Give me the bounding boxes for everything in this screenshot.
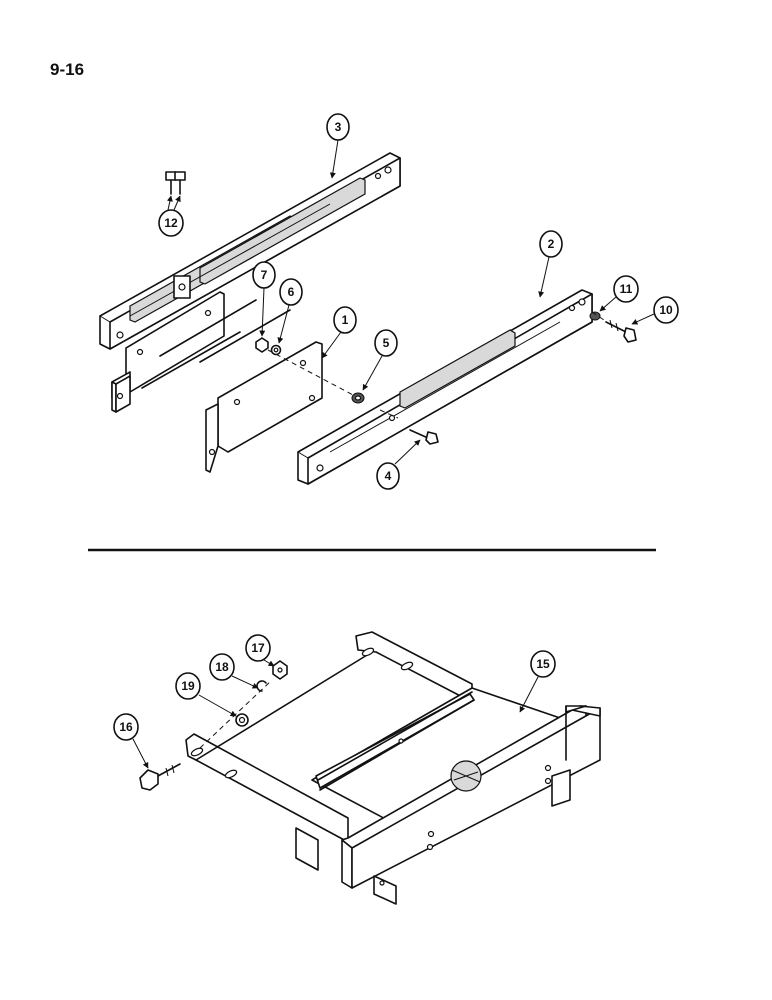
slide-rail-part-2	[297, 289, 593, 485]
callout-11: 11	[599, 275, 639, 312]
washer-part-19	[235, 713, 249, 727]
svg-text:5: 5	[383, 336, 390, 350]
seat-base-part-15	[185, 631, 601, 905]
lower-assembly	[139, 631, 601, 905]
svg-text:19: 19	[181, 679, 195, 693]
svg-text:7: 7	[261, 268, 268, 282]
svg-text:6: 6	[288, 285, 295, 299]
upper-assembly	[99, 152, 637, 485]
callout-12: 12	[158, 195, 184, 237]
svg-text:2: 2	[548, 237, 555, 251]
callout-10: 10	[631, 296, 679, 325]
svg-text:15: 15	[536, 657, 550, 671]
nut-part-17	[272, 660, 288, 680]
nut-part-7	[255, 337, 269, 353]
callout-18: 18	[209, 653, 259, 689]
svg-text:18: 18	[215, 660, 229, 674]
bolt-part-16	[139, 763, 181, 791]
callout-19: 19	[175, 672, 237, 717]
callout-16: 16	[113, 713, 149, 769]
svg-text:4: 4	[385, 469, 392, 483]
callout-1: 1	[321, 306, 357, 359]
svg-text:1: 1	[342, 313, 349, 327]
svg-text:12: 12	[164, 216, 178, 230]
callout-4: 4	[376, 439, 421, 490]
callout-17: 17	[245, 634, 275, 667]
svg-text:10: 10	[659, 303, 673, 317]
slide-rail-part-3	[99, 152, 401, 350]
callout-7: 7	[252, 261, 276, 337]
bolt-part-10	[605, 319, 637, 343]
bracket-frame-part-1	[111, 291, 323, 473]
svg-text:17: 17	[251, 641, 265, 655]
bolts-part-12	[165, 171, 186, 195]
callout-3: 3	[326, 113, 350, 179]
callout-15: 15	[519, 650, 556, 713]
callout-5: 5	[362, 329, 398, 391]
washer-part-11	[589, 311, 601, 321]
svg-text:16: 16	[119, 720, 133, 734]
callout-2: 2	[538, 230, 563, 298]
bolt-part-4	[409, 429, 439, 445]
washer-part-5	[351, 392, 365, 404]
page-number: 9-16	[50, 60, 85, 79]
svg-text:11: 11	[620, 282, 633, 296]
svg-text:3: 3	[335, 120, 342, 134]
callout-6: 6	[277, 278, 303, 344]
washer-part-6	[270, 344, 282, 356]
